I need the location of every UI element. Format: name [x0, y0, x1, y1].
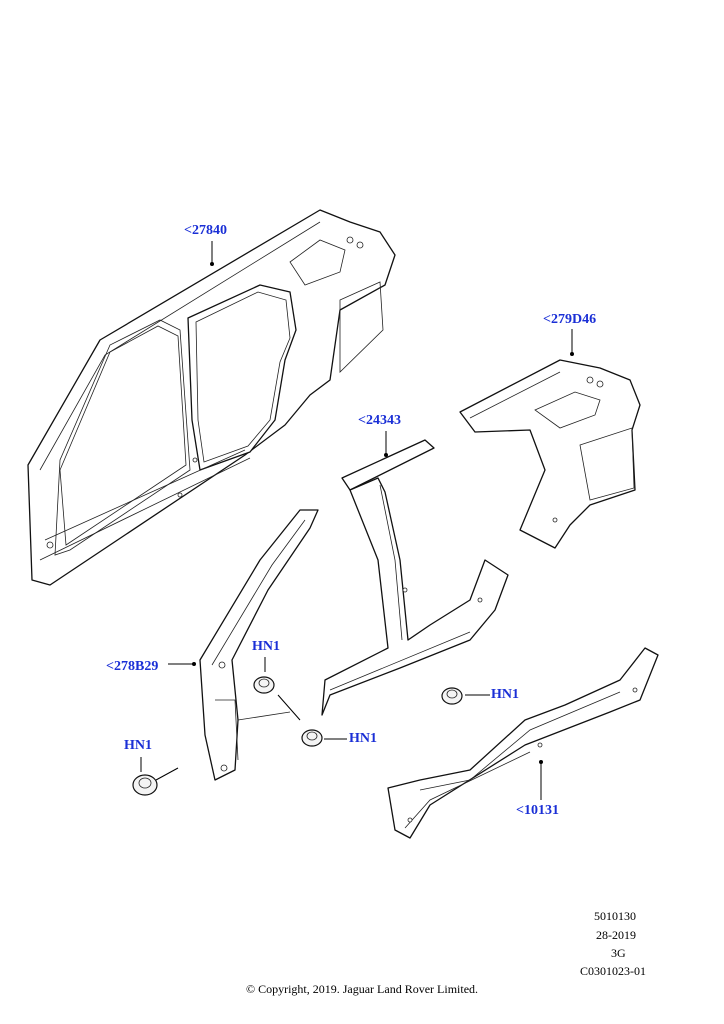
callout-hn1-a[interactable]: HN1: [252, 639, 280, 654]
callout-hn1-d[interactable]: HN1: [124, 738, 152, 753]
callout-279D46[interactable]: <279D46: [543, 312, 597, 327]
callout-10131[interactable]: <10131: [516, 803, 559, 818]
leader-lines: [140, 241, 574, 800]
clip-hn1-c: [301, 729, 323, 747]
a-pillar-278B29: [199, 509, 319, 781]
reference-date-code: 28-2019: [596, 928, 636, 942]
body-side-panel-27840: [27, 209, 396, 586]
rear-quarter-panel-279D46: [459, 359, 641, 549]
sill-panel-10131: [387, 647, 659, 839]
reference-variant: 3G: [611, 946, 626, 960]
callout-24343[interactable]: <24343: [358, 413, 401, 428]
copyright-notice: © Copyright, 2019. Jaguar Land Rover Lim…: [245, 982, 479, 996]
callout-27840[interactable]: <27840: [184, 223, 227, 238]
callout-hn1-b[interactable]: HN1: [491, 687, 519, 702]
callout-hn1-c[interactable]: HN1: [349, 731, 377, 746]
clip-hn1-d: [132, 774, 158, 796]
reference-number: 5010130: [594, 909, 636, 923]
callout-278B29[interactable]: <278B29: [106, 659, 159, 674]
clip-hn1-a: [253, 676, 275, 694]
reference-illustration-id: C0301023-01: [580, 964, 646, 978]
clip-hn1-b: [441, 687, 463, 705]
b-pillar-24343: [321, 439, 509, 716]
